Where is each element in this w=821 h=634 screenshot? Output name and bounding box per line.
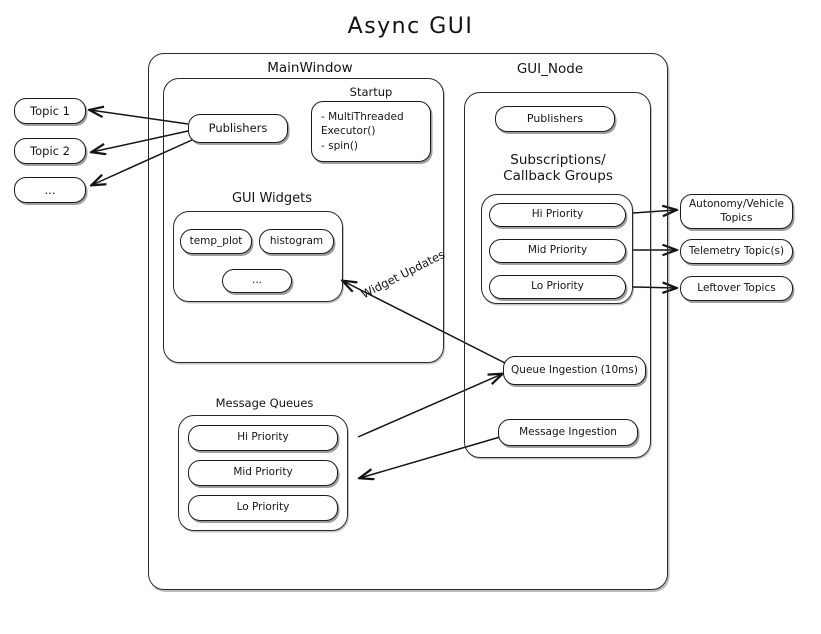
gui-node-publishers-box[interactable]: Publishers	[495, 106, 615, 132]
topic-box-2-label: Topic 2	[30, 143, 70, 158]
subscription-mid-priority[interactable]: Mid Priority	[489, 239, 626, 263]
widget-temp-plot[interactable]: temp_plot	[180, 229, 252, 254]
topic-box-1-label: Topic 1	[30, 103, 70, 118]
message-queues-caption: Message Queues	[215, 396, 314, 410]
subscription-hi-priority[interactable]: Hi Priority	[489, 203, 626, 227]
gui-widgets-container	[173, 211, 343, 302]
startup-text: - MultiThreaded Executor() - spin()	[321, 111, 404, 152]
main-window-container	[163, 78, 444, 363]
gui-node-publishers-label: Publishers	[526, 112, 584, 126]
leftover-topics-box[interactable]: Leftover Topics	[680, 276, 793, 301]
app-outer-container	[148, 53, 668, 590]
leftover-topics-label: Leftover Topics	[697, 281, 776, 294]
queue-lo-priority[interactable]: Lo Priority	[188, 495, 338, 521]
message-ingestion-label: Message Ingestion	[519, 425, 617, 438]
autonomy-vehicle-topics-box[interactable]: Autonomy/Vehicle Topics	[680, 194, 793, 229]
main-window-publishers-box[interactable]: Publishers	[188, 114, 288, 143]
startup-box[interactable]: - MultiThreaded Executor() - spin()	[311, 101, 431, 162]
autonomy-vehicle-topics-label: Autonomy/Vehicle Topics	[689, 198, 784, 224]
message-queues-container	[178, 415, 348, 531]
telemetry-topics-box[interactable]: Telemetry Topic(s)	[680, 239, 793, 264]
widget-temp-plot-label: temp_plot	[189, 234, 243, 247]
subscriptions-container	[481, 194, 633, 304]
widget-ellipsis-label: ...	[251, 274, 262, 287]
topic-box-ellipsis-label: ...	[44, 182, 56, 197]
queue-ingestion-box[interactable]: Queue Ingestion (10ms)	[503, 356, 646, 385]
diagram-title: Async GUI	[347, 14, 474, 39]
message-ingestion-box[interactable]: Message Ingestion	[498, 419, 638, 446]
queue-mid-priority-label: Mid Priority	[233, 466, 293, 479]
main-window-publishers-label: Publishers	[208, 121, 268, 136]
subscription-mid-priority-label: Mid Priority	[527, 244, 588, 257]
gui-node-container	[464, 92, 651, 458]
gui-widgets-caption: GUI Widgets	[231, 191, 313, 206]
queue-ingestion-label: Queue Ingestion (10ms)	[511, 363, 638, 376]
widget-histogram[interactable]: histogram	[259, 229, 334, 254]
gui-node-caption: GUI_Node	[516, 61, 584, 77]
widget-histogram-label: histogram	[269, 234, 324, 247]
queue-mid-priority[interactable]: Mid Priority	[188, 460, 338, 486]
subscriptions-caption: Subscriptions/ Callback Groups	[503, 152, 613, 185]
topic-box-1[interactable]: Topic 1	[14, 98, 86, 124]
telemetry-topics-label: Telemetry Topic(s)	[688, 244, 785, 257]
topic-box-ellipsis[interactable]: ...	[14, 177, 86, 203]
subscription-lo-priority-label: Lo Priority	[531, 280, 584, 293]
subscription-lo-priority[interactable]: Lo Priority	[489, 275, 626, 299]
queue-hi-priority[interactable]: Hi Priority	[188, 425, 338, 451]
startup-caption: Startup	[349, 85, 393, 99]
topic-box-2[interactable]: Topic 2	[14, 138, 86, 164]
subscription-hi-priority-label: Hi Priority	[531, 208, 584, 221]
queue-lo-priority-label: Lo Priority	[236, 501, 290, 514]
queue-hi-priority-label: Hi Priority	[237, 431, 289, 444]
main-window-caption: MainWindow	[267, 60, 353, 76]
widget-ellipsis[interactable]: ...	[222, 269, 292, 293]
